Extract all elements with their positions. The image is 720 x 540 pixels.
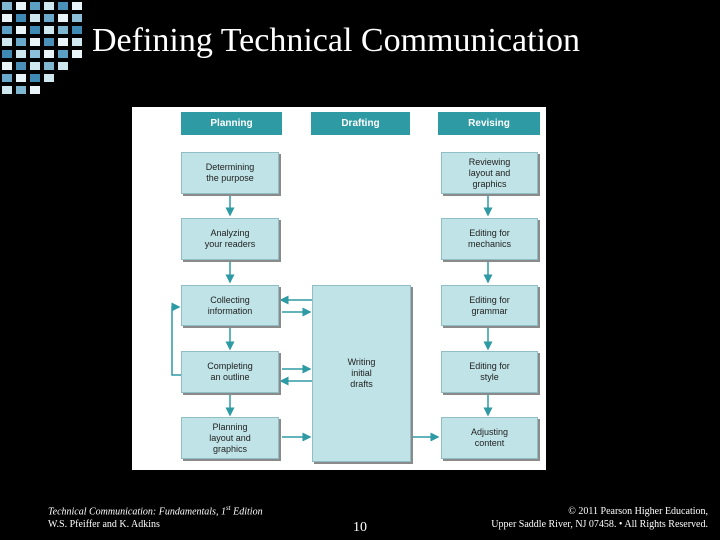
page-number: 10 [353,520,367,535]
footer-authors: W.S. Pfeiffer and K. Adkins [48,519,160,531]
step-determining-purpose: Determining the purpose [181,152,279,194]
header-planning: Planning [181,112,282,135]
writing-process-diagram: Planning Drafting Revising Determining t… [132,107,546,470]
step-writing-drafts: Writing initial drafts [312,285,411,462]
slide-title: Defining Technical Communication [92,22,580,59]
header-revising: Revising [438,112,540,135]
footer-edition: Edition [230,506,263,518]
footer-copyright: © 2011 Pearson Higher Education, Upper S… [491,505,708,531]
footer-edition-sup: st [225,504,231,512]
step-collecting-information: Collecting information [181,285,279,326]
step-reviewing-layout: Reviewing layout and graphics [441,152,538,194]
footer-citation: Technical Communication: Fundamentals, 1… [48,502,263,531]
step-editing-style: Editing for style [441,351,538,393]
header-drafting: Drafting [311,112,410,135]
step-planning-layout: Planning layout and graphics [181,417,279,459]
step-completing-outline: Completing an outline [181,351,279,393]
corner-decoration [0,0,84,104]
footer-book-title: Technical Communication: Fundamentals, 1 [48,506,226,518]
step-analyzing-readers: Analyzing your readers [181,218,279,260]
copyright-line-2: Upper Saddle River, NJ 07458. • All Righ… [491,519,708,530]
step-adjusting-content: Adjusting content [441,417,538,459]
step-editing-mechanics: Editing for mechanics [441,218,538,260]
diagram-arrows [171,194,493,442]
step-editing-grammar: Editing for grammar [441,285,538,326]
copyright-line-1: © 2011 Pearson Higher Education, [568,506,708,517]
